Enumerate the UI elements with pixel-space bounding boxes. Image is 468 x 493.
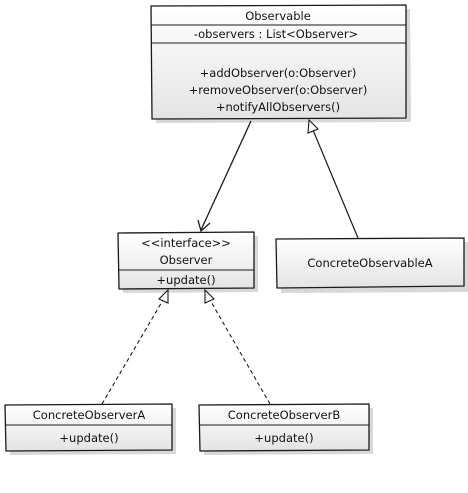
observable-method-add: +addObserver(o:Observer) xyxy=(200,66,357,80)
observable-name: Observable xyxy=(245,9,311,23)
relation-realization-concrete-observer-b xyxy=(204,288,271,405)
concrete-observer-a-method-update: +update() xyxy=(59,431,118,445)
realization-b-arrowhead xyxy=(204,288,215,304)
relation-association-observable-observer xyxy=(197,120,252,233)
observable-attribute: -observers : List<Observer> xyxy=(194,27,358,41)
observable-method-remove: +removeObserver(o:Observer) xyxy=(189,83,368,97)
concrete-observable-a-box xyxy=(275,237,465,289)
class-concrete-observer-b[interactable]: ConcreteObserverB +update() xyxy=(198,403,373,455)
observer-name: Observer xyxy=(160,253,213,267)
concrete-observer-a-name: ConcreteObserverA xyxy=(33,408,146,422)
observable-method-notify: +notifyAllObservers() xyxy=(216,100,340,114)
generalization-arrowhead xyxy=(307,118,319,134)
class-concrete-observable-a[interactable]: ConcreteObservableA xyxy=(275,237,468,293)
class-concrete-observer-a[interactable]: ConcreteObserverA +update() xyxy=(4,403,176,455)
realization-a-line xyxy=(101,299,164,405)
association-arrowhead xyxy=(197,219,211,233)
generalization-line xyxy=(312,129,359,239)
concrete-observer-a-box xyxy=(4,403,173,452)
realization-b-line xyxy=(209,299,271,405)
observer-method-update: +update() xyxy=(156,273,215,287)
concrete-observer-b-box xyxy=(198,403,370,452)
concrete-observer-b-method-update: +update() xyxy=(254,431,313,445)
association-line xyxy=(200,120,252,231)
relation-generalization-concrete-observable-a xyxy=(307,118,359,239)
relation-realization-concrete-observer-a xyxy=(101,288,169,405)
concrete-observer-b-name: ConcreteObserverB xyxy=(228,408,341,422)
observer-stereotype: <<interface>> xyxy=(141,236,231,250)
class-observable[interactable]: Observable -observers : List<Observer> +… xyxy=(150,4,411,123)
concrete-observable-a-name: ConcreteObservableA xyxy=(307,256,432,270)
realization-a-arrowhead xyxy=(158,288,169,304)
observable-box xyxy=(150,4,407,120)
class-observer[interactable]: <<interface>> Observer +update() xyxy=(117,231,258,293)
